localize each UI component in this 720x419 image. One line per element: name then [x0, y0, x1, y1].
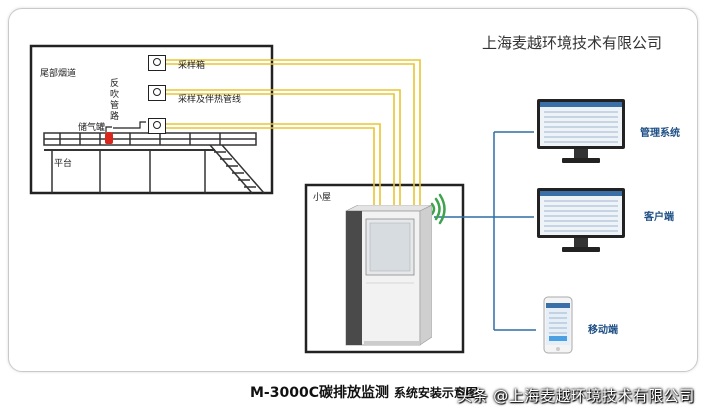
- sampling-box-icon: [148, 118, 166, 134]
- diagram-caption: M-3000C碳排放监测 系统安装示意图: [250, 385, 478, 401]
- sampling-box-label: 采样箱: [178, 61, 206, 71]
- chimney-label: 尾部烟道: [40, 69, 77, 79]
- building-outline: [29, 44, 274, 195]
- sampling-box-icon: [148, 85, 166, 101]
- gas-tank-icon: [105, 132, 113, 144]
- company-name: 上海麦越环境技术有限公司: [482, 34, 663, 52]
- sampling-pipe-label: 采样及伴热管线: [178, 95, 242, 105]
- platform-structure: [43, 132, 265, 194]
- hut-label: 小屋: [313, 193, 332, 203]
- watermark: 头条 @上海麦越环境技术有限公司: [457, 387, 695, 405]
- sampling-box-icon: [148, 55, 166, 71]
- sampling-pipes: [166, 59, 421, 205]
- wifi-icon: [430, 193, 446, 225]
- monitor-icon: [537, 188, 625, 252]
- client-label: 客户端: [644, 212, 674, 223]
- platform-label: 平台: [54, 159, 73, 169]
- analyzer-cabinet-icon: [345, 205, 432, 346]
- phone-icon: [543, 296, 573, 354]
- monitor-icon: [537, 99, 625, 163]
- hut-outline: [304, 183, 465, 354]
- management-label: 管理系统: [640, 128, 680, 139]
- diagram-frame: [8, 8, 698, 372]
- tank-label: 储气罐: [78, 123, 106, 133]
- mobile-label: 移动端: [588, 325, 618, 336]
- backflush-label: 反吹 管路: [110, 79, 120, 122]
- network-lines: [434, 131, 536, 331]
